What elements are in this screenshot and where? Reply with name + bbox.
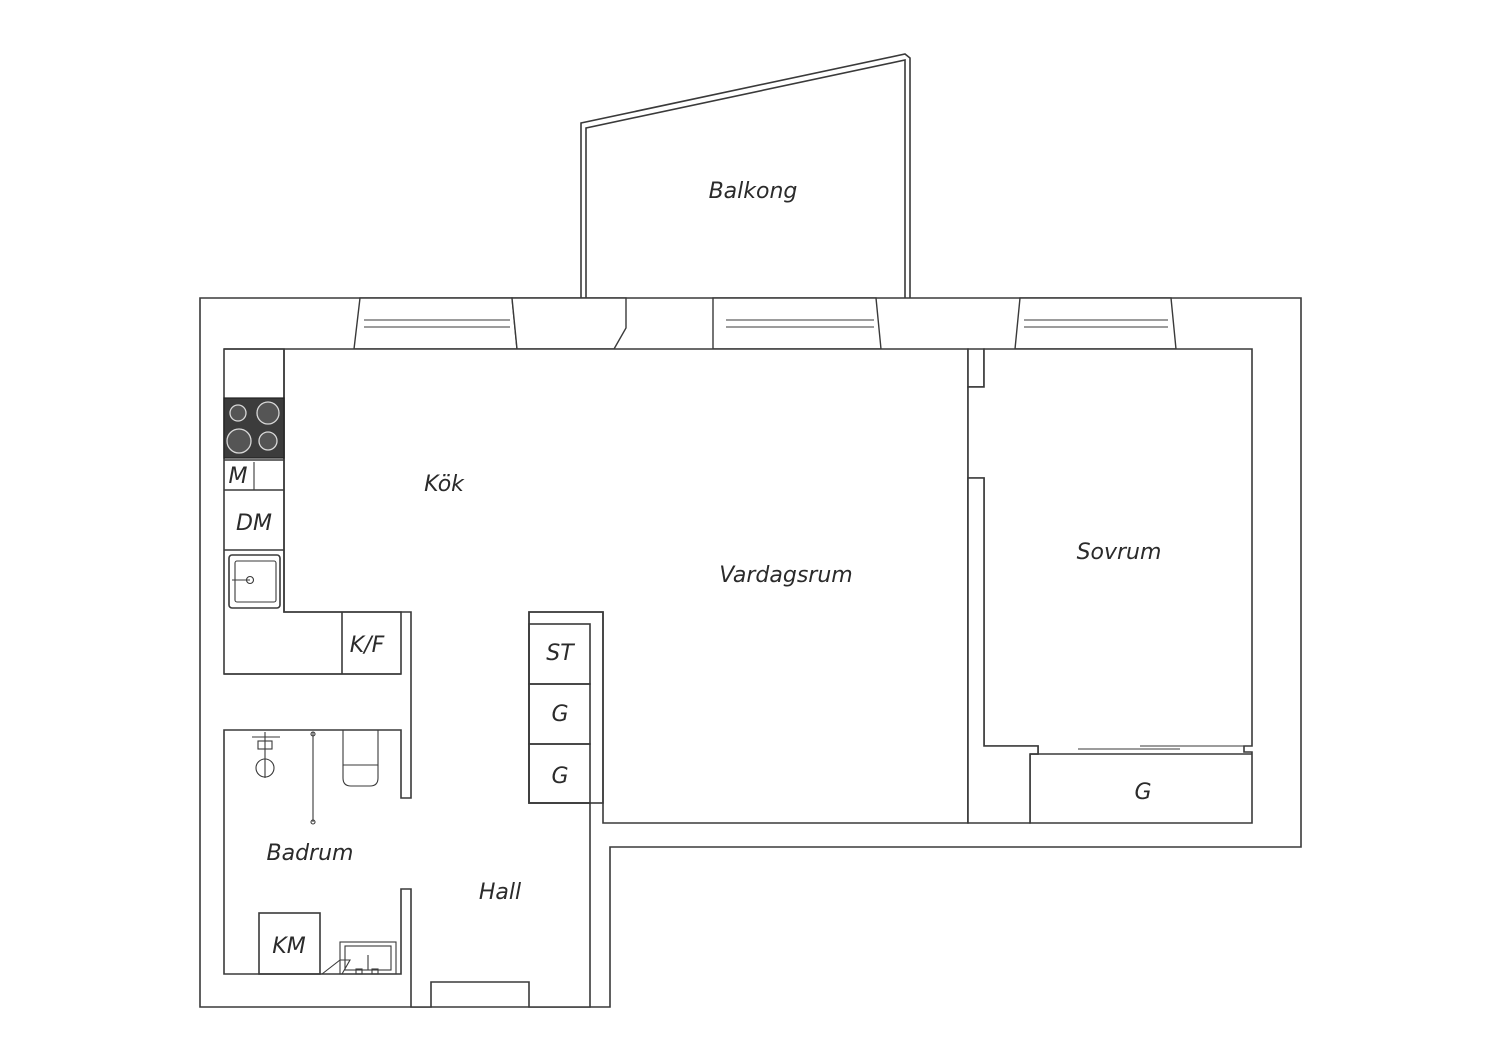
- pier: [967, 348, 985, 388]
- burner-3: [226, 428, 252, 454]
- room-label-sovrum: Sovrum: [1077, 540, 1162, 565]
- bedroom-wardrobe: [1030, 745, 1252, 755]
- label-hall-closet-2: G: [551, 764, 568, 789]
- window-kitchen: [353, 297, 518, 350]
- window-living-room: [712, 297, 882, 350]
- burner-4: [258, 431, 278, 451]
- room-label-vardagsrum: Vardagsrum: [719, 563, 852, 588]
- toilet-icon: [342, 729, 379, 787]
- window-bedroom: [1014, 297, 1177, 350]
- room-label-balkong: Balkong: [709, 179, 798, 204]
- washbasin-icon: [320, 941, 397, 975]
- room-label-badrum: Badrum: [267, 841, 354, 866]
- label-fridge-freezer: K/F: [350, 633, 385, 658]
- room-label-kok: Kök: [424, 472, 465, 497]
- label-washing-machine: KM: [272, 934, 305, 959]
- label-microwave: M: [229, 464, 248, 489]
- balcony: [580, 53, 911, 298]
- burner-2: [256, 401, 280, 425]
- kitchen-appliances: [223, 397, 343, 674]
- label-bedroom-closet: G: [1134, 780, 1151, 805]
- label-dishwasher: DM: [236, 511, 272, 536]
- burner-1: [229, 404, 247, 422]
- balcony-door-recess: [511, 297, 627, 350]
- sink: [228, 554, 281, 609]
- label-linen-closet: ST: [546, 641, 575, 666]
- room-label-hall: Hall: [479, 880, 521, 905]
- label-hall-closet-1: G: [551, 702, 568, 727]
- bathroom-fixtures: [252, 729, 397, 975]
- hall-closets: [528, 611, 604, 804]
